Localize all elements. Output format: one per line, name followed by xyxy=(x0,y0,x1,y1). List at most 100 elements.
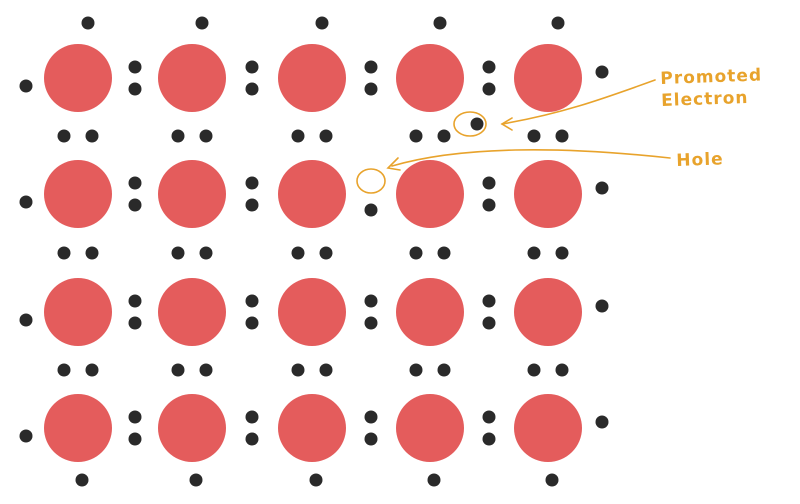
bond-electron xyxy=(409,129,423,143)
edge-electron xyxy=(19,79,33,93)
hole-arrow xyxy=(391,149,671,167)
bond-electron xyxy=(482,432,496,446)
hole-arrowhead xyxy=(386,157,401,171)
bond-electron xyxy=(527,246,541,260)
bond-electron xyxy=(364,203,378,217)
bond-electron xyxy=(527,363,541,377)
bond-electron xyxy=(171,246,185,260)
silicon-atom xyxy=(514,278,582,346)
bond-electron xyxy=(482,60,496,74)
silicon-atom xyxy=(278,160,346,228)
edge-electron xyxy=(75,473,89,487)
bond-electron xyxy=(245,432,259,446)
silicon-atom xyxy=(158,160,226,228)
silicon-atom xyxy=(158,278,226,346)
edge-electron xyxy=(19,313,33,327)
silicon-atom xyxy=(44,394,112,462)
bond-electron xyxy=(527,129,541,143)
promoted-electron-arrow xyxy=(501,79,656,125)
bond-electron xyxy=(364,60,378,74)
bond-electron xyxy=(364,82,378,96)
bond-electron xyxy=(319,246,333,260)
bond-electron xyxy=(482,82,496,96)
promoted-electron xyxy=(470,117,484,131)
edge-electron xyxy=(195,16,209,30)
bond-electron xyxy=(85,129,99,143)
bond-electron xyxy=(245,198,259,212)
edge-electron xyxy=(595,181,609,195)
silicon-atom xyxy=(514,160,582,228)
edge-electron xyxy=(189,473,203,487)
silicon-atom xyxy=(396,278,464,346)
bond-electron xyxy=(437,246,451,260)
edge-electron xyxy=(551,16,565,30)
bond-electron xyxy=(85,246,99,260)
hole-marker xyxy=(356,168,386,194)
edge-electron xyxy=(595,415,609,429)
bond-electron xyxy=(128,176,142,190)
bond-electron xyxy=(85,363,99,377)
bond-electron xyxy=(128,294,142,308)
bond-electron xyxy=(482,410,496,424)
edge-electron xyxy=(545,473,559,487)
bond-electron xyxy=(364,294,378,308)
bond-electron xyxy=(245,410,259,424)
bond-electron xyxy=(245,60,259,74)
bond-electron xyxy=(555,129,569,143)
silicon-atom xyxy=(44,44,112,112)
edge-electron xyxy=(81,16,95,30)
bond-electron xyxy=(555,363,569,377)
bond-electron xyxy=(128,410,142,424)
edge-electron xyxy=(427,473,441,487)
bond-electron xyxy=(245,294,259,308)
silicon-atom xyxy=(44,278,112,346)
bond-electron xyxy=(199,246,213,260)
bond-electron xyxy=(199,129,213,143)
edge-electron xyxy=(595,65,609,79)
bond-electron xyxy=(245,316,259,330)
bond-electron xyxy=(409,363,423,377)
edge-electron xyxy=(19,195,33,209)
bond-electron xyxy=(171,129,185,143)
silicon-atom xyxy=(396,44,464,112)
bond-electron xyxy=(437,363,451,377)
bond-electron xyxy=(245,176,259,190)
bond-electron xyxy=(245,82,259,96)
bond-electron xyxy=(482,316,496,330)
promoted-electron-label-line2: Electron xyxy=(660,87,749,111)
bond-electron xyxy=(128,432,142,446)
bond-electron xyxy=(555,246,569,260)
edge-electron xyxy=(19,429,33,443)
bond-electron xyxy=(128,316,142,330)
silicon-atom xyxy=(158,394,226,462)
bond-electron xyxy=(319,129,333,143)
silicon-atom xyxy=(396,160,464,228)
silicon-atom xyxy=(514,394,582,462)
silicon-atom xyxy=(396,394,464,462)
bond-electron xyxy=(364,432,378,446)
edge-electron xyxy=(595,299,609,313)
silicon-atom xyxy=(278,394,346,462)
bond-electron xyxy=(57,363,71,377)
bond-electron xyxy=(319,363,333,377)
bond-electron xyxy=(128,82,142,96)
bond-electron xyxy=(291,363,305,377)
bond-electron xyxy=(409,246,423,260)
bond-electron xyxy=(437,129,451,143)
promoted-electron-label: Promoted Electron xyxy=(660,64,763,112)
edge-electron xyxy=(309,473,323,487)
edge-electron xyxy=(433,16,447,30)
bond-electron xyxy=(364,316,378,330)
bond-electron xyxy=(291,246,305,260)
hole-label: Hole xyxy=(676,149,724,171)
silicon-atom xyxy=(278,278,346,346)
bond-electron xyxy=(482,198,496,212)
bond-electron xyxy=(57,129,71,143)
promoted-electron-arrowhead xyxy=(500,117,513,131)
bond-electron xyxy=(364,410,378,424)
bond-electron xyxy=(199,363,213,377)
bond-electron xyxy=(57,246,71,260)
bond-electron xyxy=(482,176,496,190)
bond-electron xyxy=(291,129,305,143)
